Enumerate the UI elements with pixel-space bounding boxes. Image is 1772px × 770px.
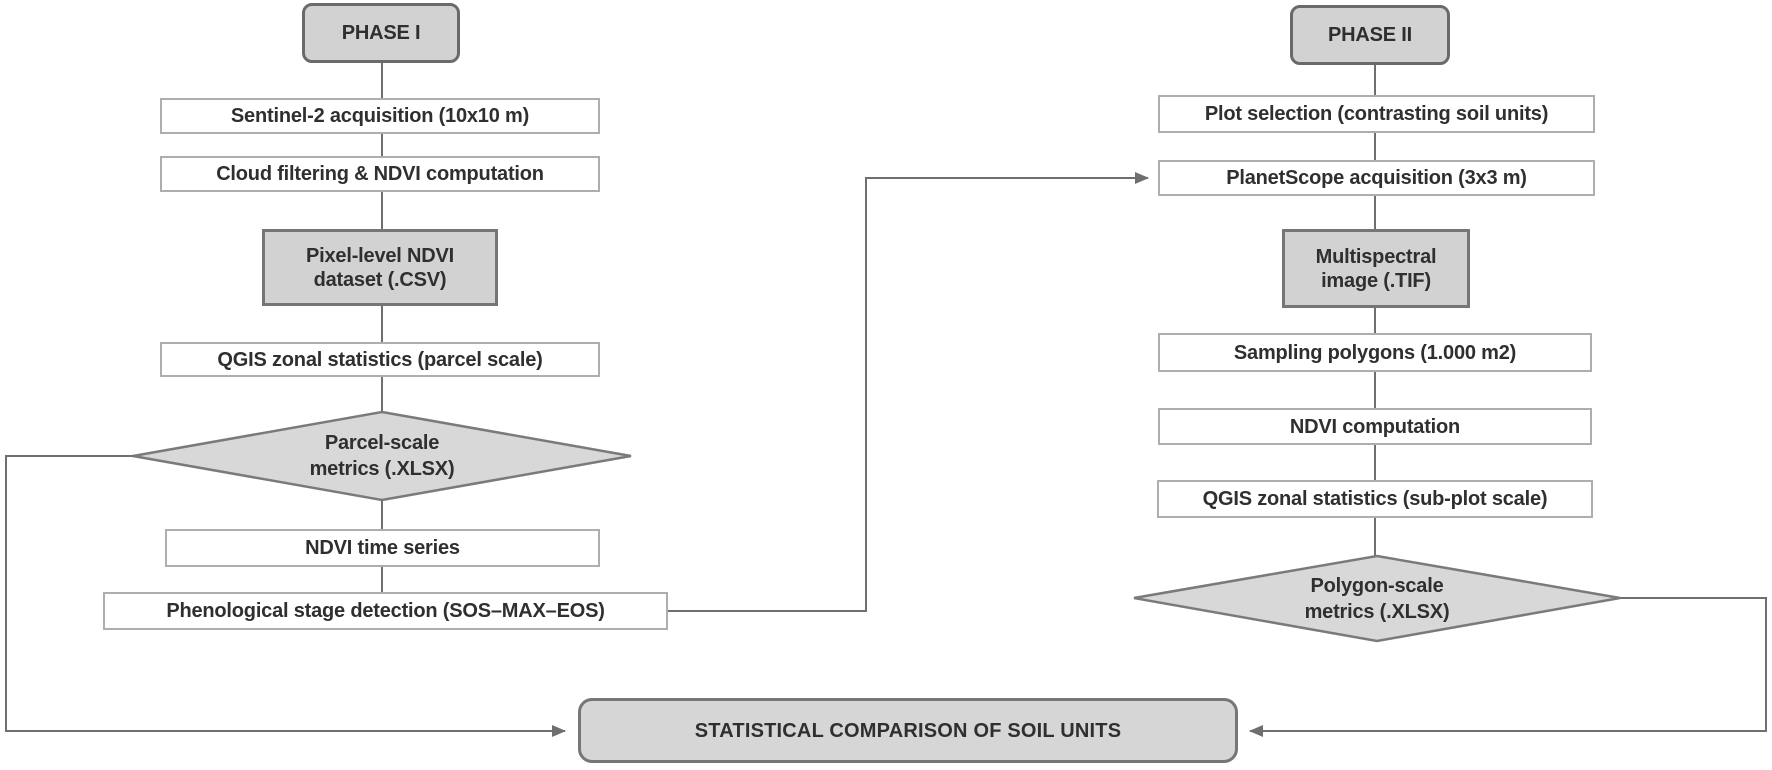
node-statistical-comparison: STATISTICAL COMPARISON OF SOIL UNITS (578, 698, 1238, 763)
node-qgis-subplot-stats: QGIS zonal statistics (sub-plot scale) (1157, 480, 1593, 518)
node-plot-selection: Plot selection (contrasting soil units) (1158, 95, 1595, 133)
node-ndvi-time-series: NDVI time series (165, 529, 600, 567)
arrow-parcel-to-comparison (5, 455, 566, 737)
node-multispectral-image-line2: image (.TIF) (1321, 269, 1431, 292)
node-multispectral-image: Multispectral image (.TIF) (1282, 229, 1470, 308)
node-cloud-filtering: Cloud filtering & NDVI computation (160, 156, 600, 192)
node-pixel-ndvi-dataset-line1: Pixel-level NDVI (306, 244, 454, 267)
phase1-badge: PHASE I (302, 3, 460, 63)
node-qgis-parcel-stats: QGIS zonal statistics (parcel scale) (160, 342, 600, 377)
diamond-polygon-metrics-shape (1133, 554, 1621, 643)
node-sentinel2-acquisition: Sentinel-2 acquisition (10x10 m) (160, 98, 600, 134)
node-multispectral-image-line1: Multispectral (1315, 245, 1437, 268)
phase2-badge: PHASE II (1290, 5, 1450, 65)
node-ndvi-computation: NDVI computation (1158, 408, 1592, 445)
diamond-parcel-metrics-shape (132, 410, 632, 502)
node-phenological-detection: Phenological stage detection (SOS–MAX–EO… (103, 592, 668, 630)
arrow-polygon-to-comparison (1249, 597, 1767, 737)
node-pixel-ndvi-dataset: Pixel-level NDVI dataset (.CSV) (262, 229, 498, 306)
arrow-phenology-to-planetscope (668, 172, 1149, 612)
node-planetscope-acquisition: PlanetScope acquisition (3x3 m) (1158, 160, 1595, 196)
node-pixel-ndvi-dataset-line2: dataset (.CSV) (313, 268, 447, 291)
node-sampling-polygons: Sampling polygons (1.000 m2) (1158, 333, 1592, 372)
